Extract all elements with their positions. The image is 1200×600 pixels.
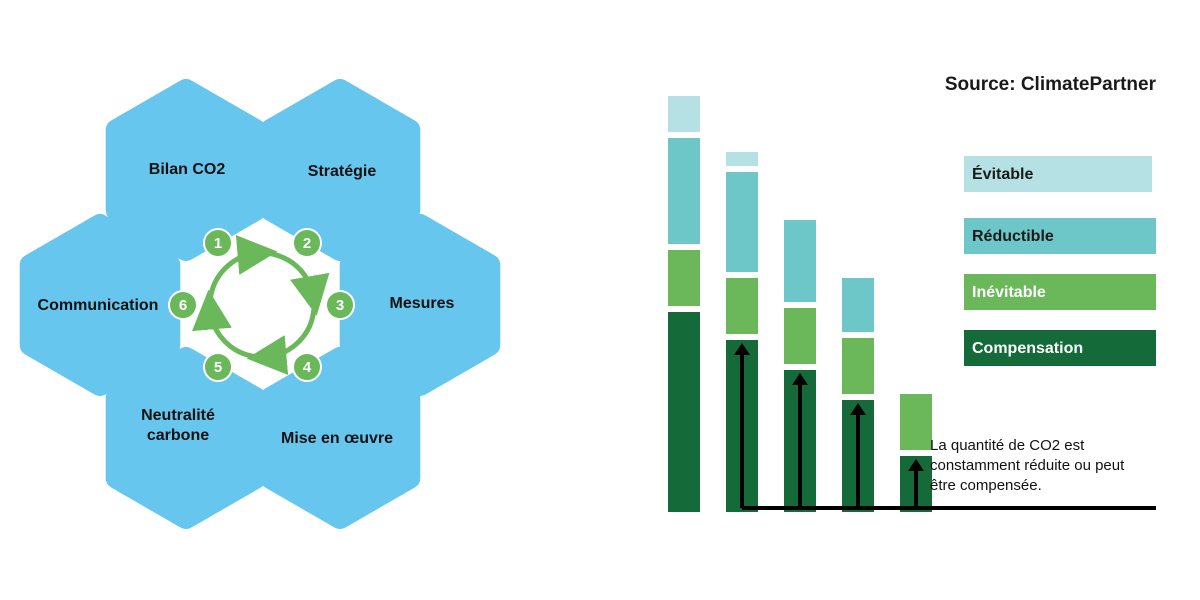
step-5-number: 5 — [214, 359, 222, 376]
step-2-label: Stratégie — [308, 163, 377, 180]
cycle-arrow-2 — [246, 309, 317, 375]
step-2-badge — [292, 228, 322, 258]
legend-swatch-3 — [964, 274, 1156, 310]
step-6-number: 6 — [179, 297, 187, 314]
step-3-label: Mesures — [390, 295, 455, 312]
cycle-arrow-4 — [207, 235, 278, 301]
legend-swatch-4 — [964, 330, 1156, 366]
step-6-label: Communication — [38, 297, 159, 314]
legend-label-3: Inévitable — [972, 284, 1046, 301]
legend-swatch-2 — [964, 218, 1156, 254]
bar-1-compensation — [668, 312, 700, 512]
cycle-arrow-1 — [257, 250, 330, 316]
step-4-badge — [292, 352, 322, 382]
hexagon-step-6 — [19, 214, 181, 396]
step-1-badge — [203, 228, 233, 258]
bar-2-invitable — [726, 278, 758, 334]
legend-label-1: Évitable — [972, 164, 1033, 183]
step-1-number: 1 — [214, 235, 222, 252]
step-4-number: 4 — [303, 359, 312, 376]
hexagon-step-5 — [105, 347, 267, 529]
reduction-arrowhead-1 — [734, 343, 750, 355]
step-5-badge — [203, 352, 233, 382]
legend-label-2: Réductible — [972, 228, 1054, 245]
legend-label-4: Compensation — [972, 340, 1083, 357]
hexagon-step-3 — [339, 214, 501, 396]
source-text: Source: ClimatePartner — [945, 74, 1157, 95]
step-6-badge — [168, 290, 198, 320]
bar-3-rductible — [784, 220, 816, 302]
step-2-number: 2 — [303, 235, 311, 252]
hexagon-step-4 — [259, 347, 421, 529]
hexagon-step-1 — [105, 79, 267, 261]
step-4-label: Mise en œuvre — [281, 430, 393, 447]
bar-1-vitable — [668, 96, 700, 132]
legend-swatch-1 — [964, 156, 1152, 192]
step-3-number: 3 — [336, 297, 344, 314]
bar-1-rductible — [668, 138, 700, 244]
hexagon-step-2 — [259, 79, 421, 261]
bar-chart: ÉvitableRéductibleInévitableCompensation… — [668, 96, 1156, 512]
cycle-arrow-3 — [192, 289, 258, 360]
step-1-label: Bilan CO2 — [149, 161, 226, 178]
bar-1-invitable — [668, 250, 700, 306]
bar-4-invitable — [842, 338, 874, 394]
bar-4-rductible — [842, 278, 874, 332]
bar-3-invitable — [784, 308, 816, 364]
reduction-arrowhead-2 — [792, 373, 808, 385]
bar-2-vitable — [726, 152, 758, 166]
reduction-arrowhead-3 — [850, 403, 866, 415]
reduction-arrowhead-4 — [908, 459, 924, 471]
bar-5-invitable — [900, 394, 932, 450]
step-3-badge — [325, 290, 355, 320]
bar-2-rductible — [726, 172, 758, 272]
